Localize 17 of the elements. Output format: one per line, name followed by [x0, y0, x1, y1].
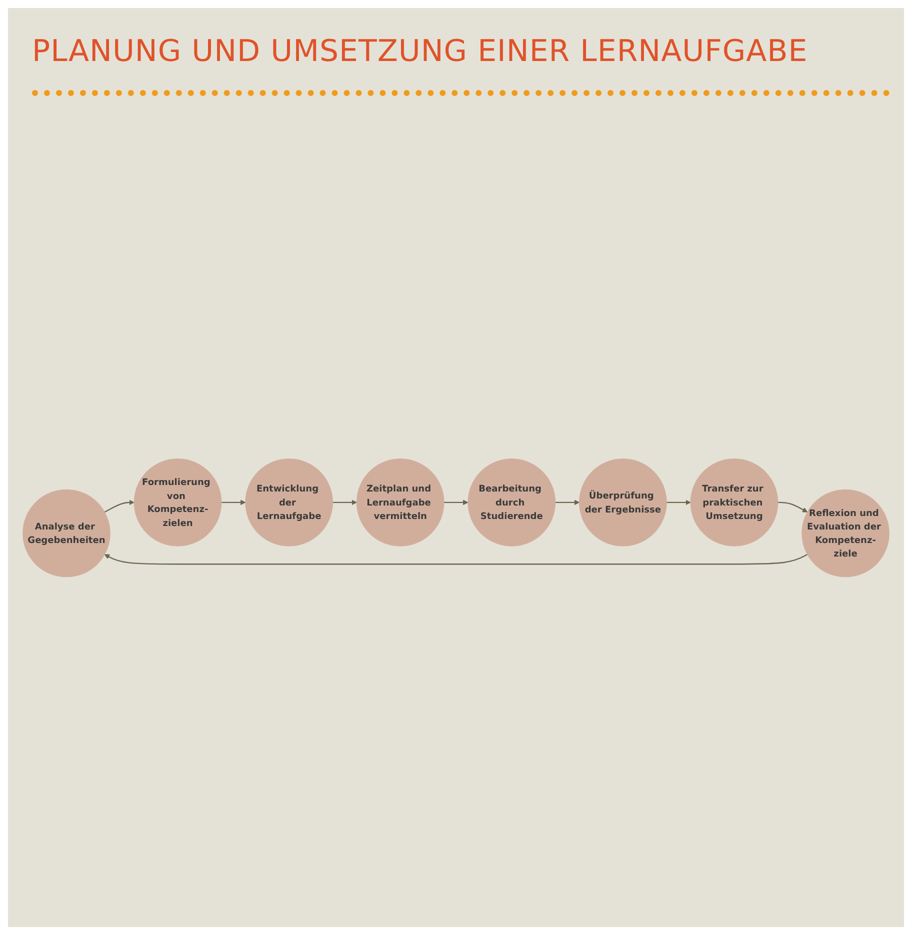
node-circle: Zeitplan und Lernaufgabe vermitteln — [356, 458, 444, 546]
node-circle: Reflexion und Evaluation der Kompetenz-ziele — [802, 489, 890, 577]
arrow — [104, 499, 134, 512]
node-circle: Entwicklung der Lernaufgabe — [245, 458, 333, 546]
node-circle: Transfer zur praktischen Umsetzung — [690, 458, 778, 546]
node-circle: Bearbeitung durch Studierende — [468, 458, 556, 546]
arrow — [555, 499, 580, 505]
arrow — [221, 499, 246, 505]
node-circle: Analyse der Gegebenheiten — [22, 489, 110, 577]
arrow — [104, 554, 808, 564]
arrow — [332, 499, 357, 505]
arrow — [778, 501, 808, 512]
arrow — [444, 499, 468, 505]
node-circle: Formulierung von Kompetenz-zielen — [134, 458, 222, 546]
arrow — [666, 499, 691, 505]
diagram-title: PLANUNG UND UMSETZUNG EINER LERNAUFGABE — [32, 34, 808, 69]
node-circle: Überprüfung der Ergebnisse — [579, 458, 667, 546]
